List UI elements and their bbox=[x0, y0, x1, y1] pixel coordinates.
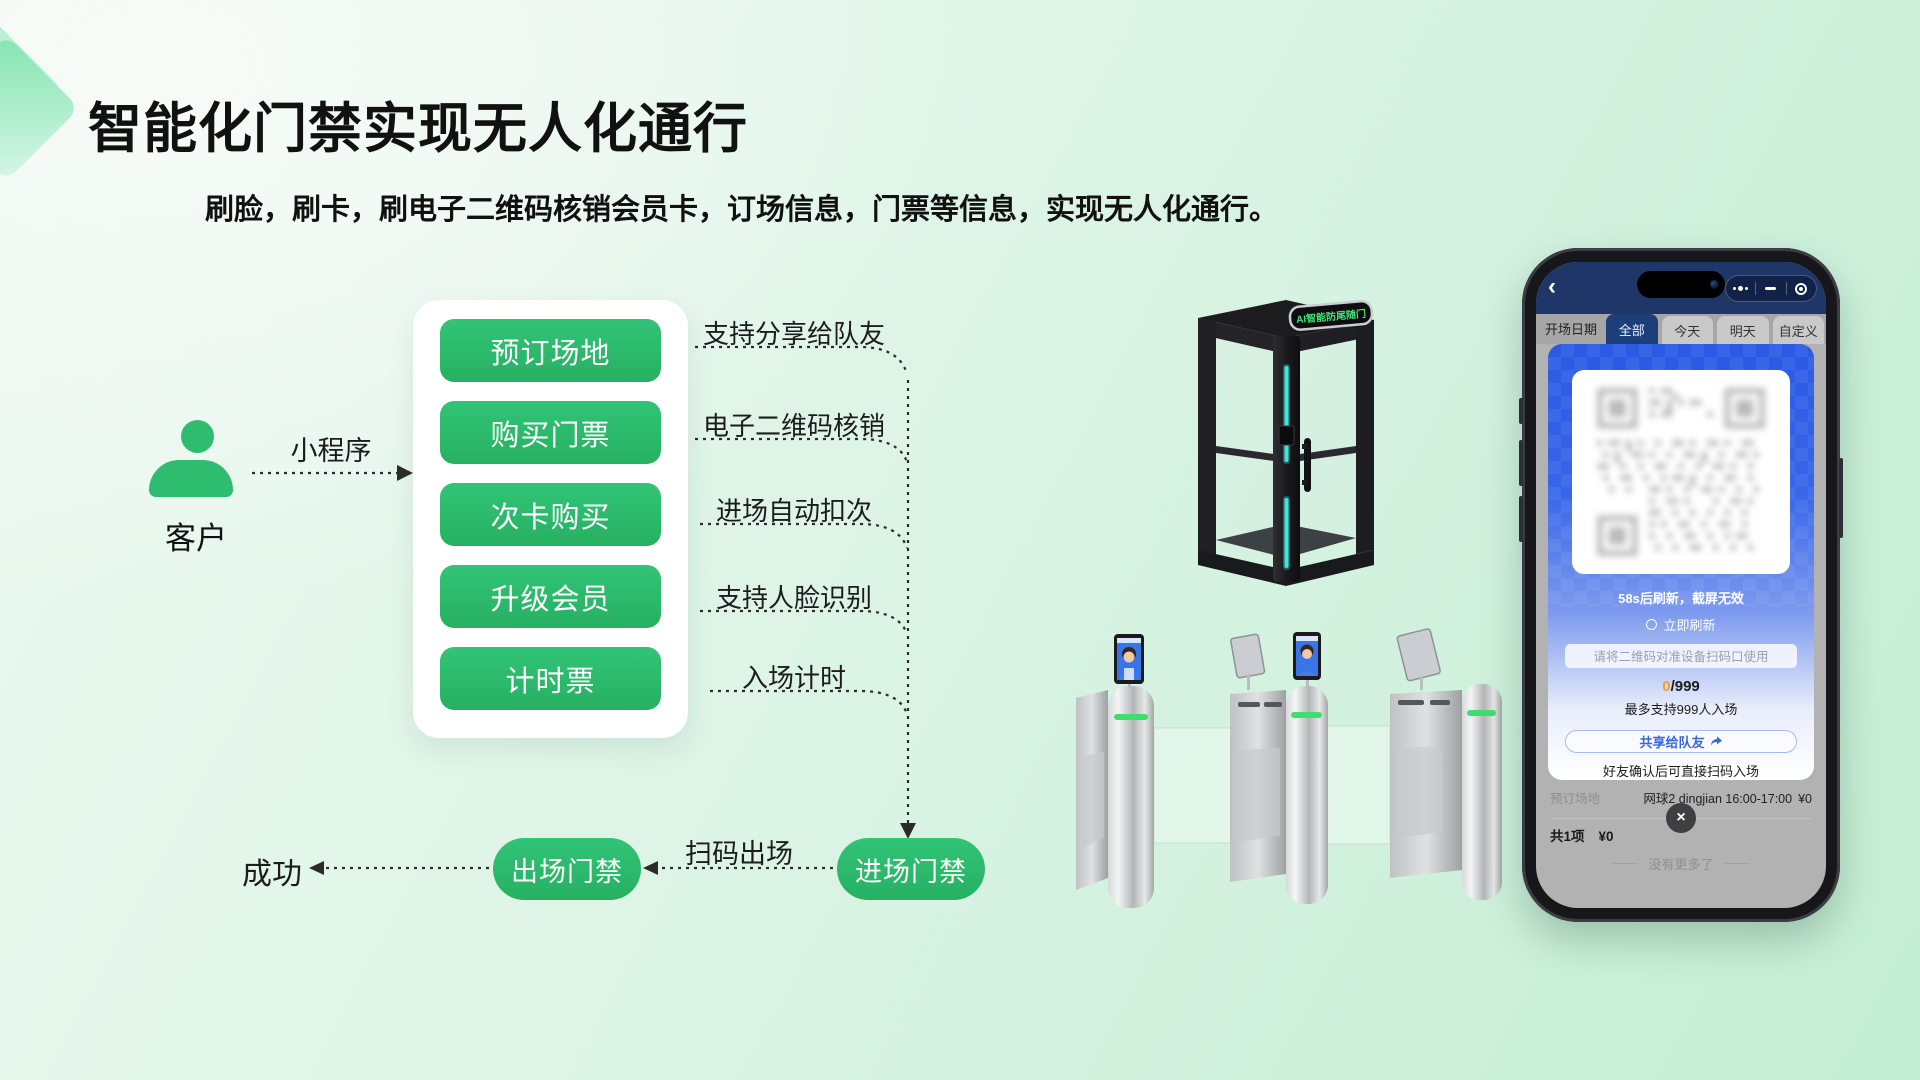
tabs-group-label: 开场日期 bbox=[1545, 322, 1598, 337]
share-button-label: 共享给队友 bbox=[1639, 734, 1705, 750]
phone-volume-down-button bbox=[1519, 496, 1523, 542]
order-summary-count: 共1项 bbox=[1550, 829, 1585, 844]
order-price: ¥0 bbox=[1798, 792, 1812, 806]
tab-today[interactable]: 今天 bbox=[1661, 316, 1714, 344]
qr-ticket-card: 58s后刷新，截屏无效 立即刷新 请将二维码对准设备扫码口使用 0/999 最多… bbox=[1548, 344, 1814, 780]
share-to-teammates-button[interactable]: 共享给队友 bbox=[1565, 729, 1797, 753]
tab-tomorrow[interactable]: 明天 bbox=[1717, 316, 1769, 344]
admission-count-total: /999 bbox=[1670, 677, 1700, 695]
success-label: 成功 bbox=[242, 858, 302, 891]
admission-count-current: 0 bbox=[1662, 677, 1671, 695]
customer-label: 客户 bbox=[165, 521, 227, 556]
no-more-label: 没有更多了 bbox=[1648, 857, 1714, 872]
no-more-indicator: 没有更多了 bbox=[1536, 854, 1826, 873]
close-icon[interactable]: × bbox=[1666, 803, 1696, 833]
exit-gate-node: 出场门禁 bbox=[493, 838, 641, 900]
tab-all[interactable]: 全部 bbox=[1606, 314, 1658, 344]
phone-volume-up-button bbox=[1519, 440, 1523, 486]
share-confirmation-note: 好友确认后可直接扫码入场 bbox=[1602, 763, 1759, 779]
action-buy-tickets: 购买门票 bbox=[440, 401, 661, 464]
feature-share-teammates: 支持分享给队友 bbox=[702, 319, 885, 349]
capsule-more-icon[interactable] bbox=[1726, 276, 1755, 301]
refresh-countdown-note: 58s后刷新，截屏无效 bbox=[1618, 591, 1744, 607]
phone-power-button bbox=[1839, 458, 1843, 538]
capacity-note: 最多支持999人入场 bbox=[1624, 701, 1738, 717]
order-summary-row: 共1项 ¥0 bbox=[1550, 825, 1614, 845]
turnstile-gates-image bbox=[1076, 628, 1502, 908]
order-item-row: 预订场地 网球2 dingjian 16:00-17:00 ¥0 bbox=[1550, 788, 1812, 807]
security-booth-image: AI智能防尾随门 bbox=[1198, 299, 1374, 586]
back-chevron-icon[interactable]: ‹ bbox=[1548, 273, 1556, 300]
action-timed-ticket: 计时票 bbox=[440, 647, 661, 710]
page-title: 智能化门禁实现无人化通行 bbox=[88, 99, 748, 159]
camera-icon bbox=[1710, 280, 1719, 289]
date-filter-tabbar: 开场日期 全部 今天 明天 自定义 bbox=[1536, 314, 1826, 344]
feature-auto-deduct: 进场自动扣次 bbox=[715, 496, 872, 526]
capsule-close-record-icon[interactable] bbox=[1787, 276, 1816, 301]
order-category-label: 预订场地 bbox=[1550, 792, 1601, 806]
feature-entry-timing: 入场计时 bbox=[741, 663, 846, 693]
dynamic-island bbox=[1637, 271, 1725, 298]
action-buy-pass-card: 次卡购买 bbox=[440, 483, 661, 546]
qr-code-image bbox=[1572, 370, 1790, 575]
order-detail: 网球2 dingjian 16:00-17:00 bbox=[1643, 792, 1793, 806]
order-summary-price: ¥0 bbox=[1598, 829, 1614, 844]
tab-custom[interactable]: 自定义 bbox=[1772, 316, 1825, 344]
miniprogram-navbar: ‹ bbox=[1536, 262, 1826, 314]
capsule-minimize-icon[interactable] bbox=[1756, 276, 1785, 301]
phone-action-button bbox=[1519, 398, 1523, 424]
feature-face-recognition: 支持人脸识别 bbox=[715, 583, 872, 613]
share-arrow-icon bbox=[1710, 736, 1722, 747]
page-subtitle: 刷脸，刷卡，刷电子二维码核销会员卡，订场信息，门票等信息，实现无人化通行。 bbox=[205, 194, 1279, 226]
chevron-decoration-front bbox=[0, 34, 80, 182]
customer-icon-body bbox=[149, 460, 233, 497]
admission-count: 0/999 bbox=[1662, 678, 1700, 695]
action-book-venue: 预订场地 bbox=[440, 319, 661, 382]
feature-qr-verification: 电子二维码核销 bbox=[702, 411, 885, 441]
phone-mockup: ‹ 开场日期 全部 今天 明天 自定义 bbox=[1519, 248, 1843, 922]
miniprogram-capsule bbox=[1725, 275, 1817, 302]
scan-hint-bar: 请将二维码对准设备扫码口使用 bbox=[1565, 644, 1797, 668]
customer-icon-head bbox=[181, 420, 214, 453]
miniprogram-action-panel: 预订场地 购买门票 次卡购买 升级会员 计时票 bbox=[413, 300, 688, 738]
refresh-now-label: 立即刷新 bbox=[1663, 618, 1716, 634]
refresh-now-button[interactable]: 立即刷新 bbox=[1646, 615, 1716, 634]
entry-gate-node: 进场门禁 bbox=[837, 838, 985, 900]
scan-exit-label: 扫码出场 bbox=[685, 839, 793, 869]
channel-label: 小程序 bbox=[290, 436, 372, 466]
phone-screen: ‹ 开场日期 全部 今天 明天 自定义 bbox=[1536, 262, 1826, 908]
action-upgrade-membership: 升级会员 bbox=[440, 565, 661, 628]
refresh-icon bbox=[1646, 619, 1658, 631]
